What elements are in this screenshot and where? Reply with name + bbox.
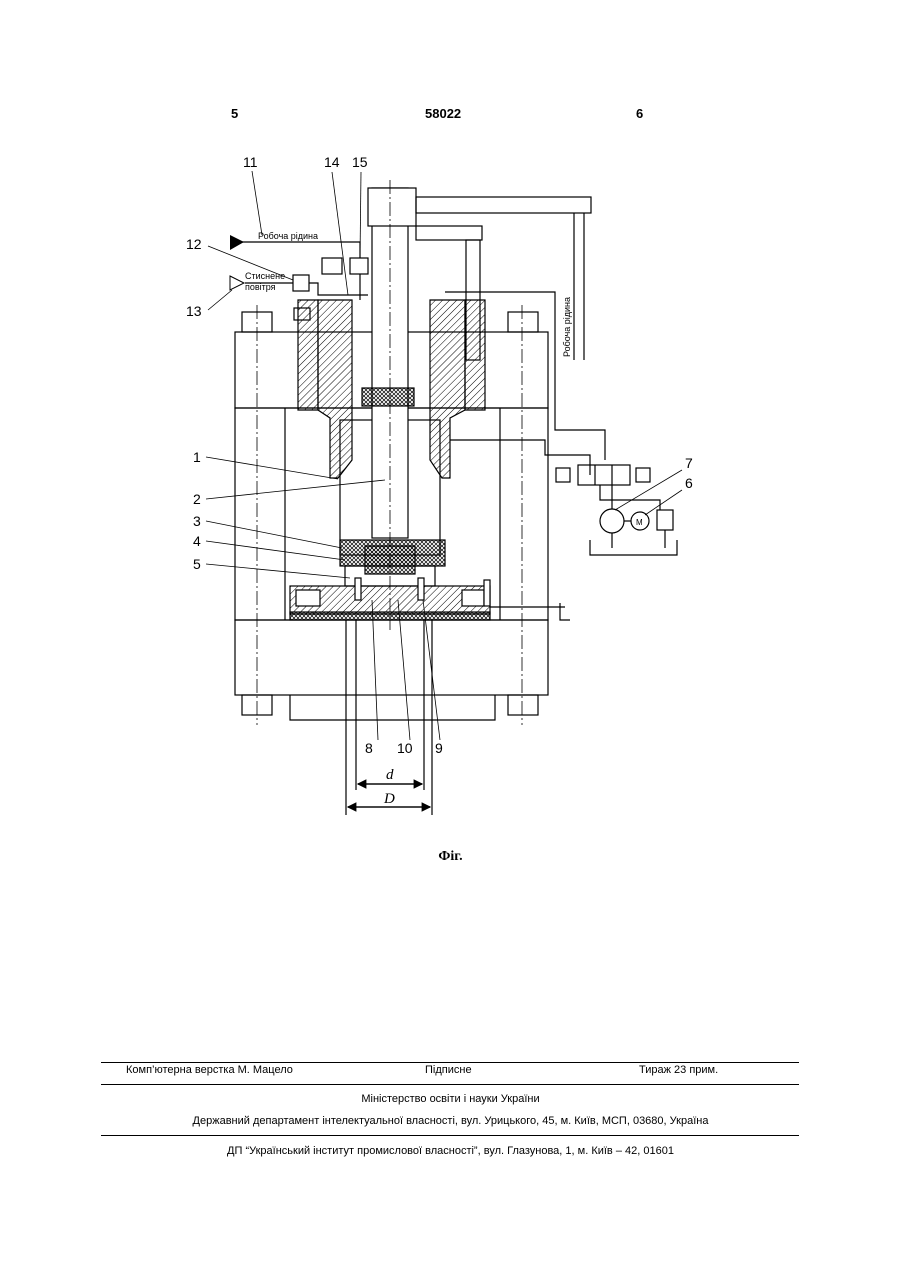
label-15: 15 [352,154,368,170]
label-13: 13 [186,303,202,319]
footer-rule-3 [101,1135,799,1136]
valve-15 [350,258,368,274]
motor-letter: M [636,518,643,527]
label-11: 11 [243,154,258,170]
compressed-air-label-1: Стиснене [245,271,285,281]
label-2: 2 [193,491,201,507]
working-fluid-label-vertical: Робоча рідина [562,297,572,357]
label-9: 9 [435,740,443,756]
label-14: 14 [324,154,340,170]
department-line: Державний департамент інтелектуальної вл… [0,1115,901,1127]
dimension-D: D [383,791,395,807]
signed-note: Підписне [425,1064,472,1076]
figure-caption: Фіг. [0,849,901,865]
ministry-line: Міністерство освіти і науки України [0,1093,901,1105]
label-8: 8 [365,740,373,756]
label-6: 6 [685,475,693,491]
typesetting-credit: Комп’ютерна верстка М. Мацело [126,1064,293,1076]
technical-drawing: 11 14 15 12 13 1 2 3 4 5 7 6 8 10 9 Робо… [0,0,901,900]
label-1: 1 [193,449,201,465]
label-12: 12 [186,236,202,252]
print-run: Тираж 23 прим. [639,1064,718,1076]
working-fluid-label: Робоча рідина [258,231,318,241]
compressed-air-label-2: повітря [245,282,276,292]
rod-top-block [368,188,416,226]
label-3: 3 [193,513,201,529]
footer-rule-1 [101,1062,799,1063]
dimension-d: d [386,767,394,783]
directional-valve [578,465,630,485]
label-10: 10 [397,740,413,756]
pump-symbol [600,509,624,533]
lower-frame [235,620,548,695]
label-5: 5 [193,556,201,572]
label-7: 7 [685,455,693,471]
nut-top-right [508,312,538,332]
label-4: 4 [193,533,201,549]
institute-line: ДП “Український інститут промислової вла… [0,1145,901,1157]
footer-rule-2 [101,1084,799,1085]
valve-12 [293,275,309,291]
nut-bottom-right [508,695,538,715]
